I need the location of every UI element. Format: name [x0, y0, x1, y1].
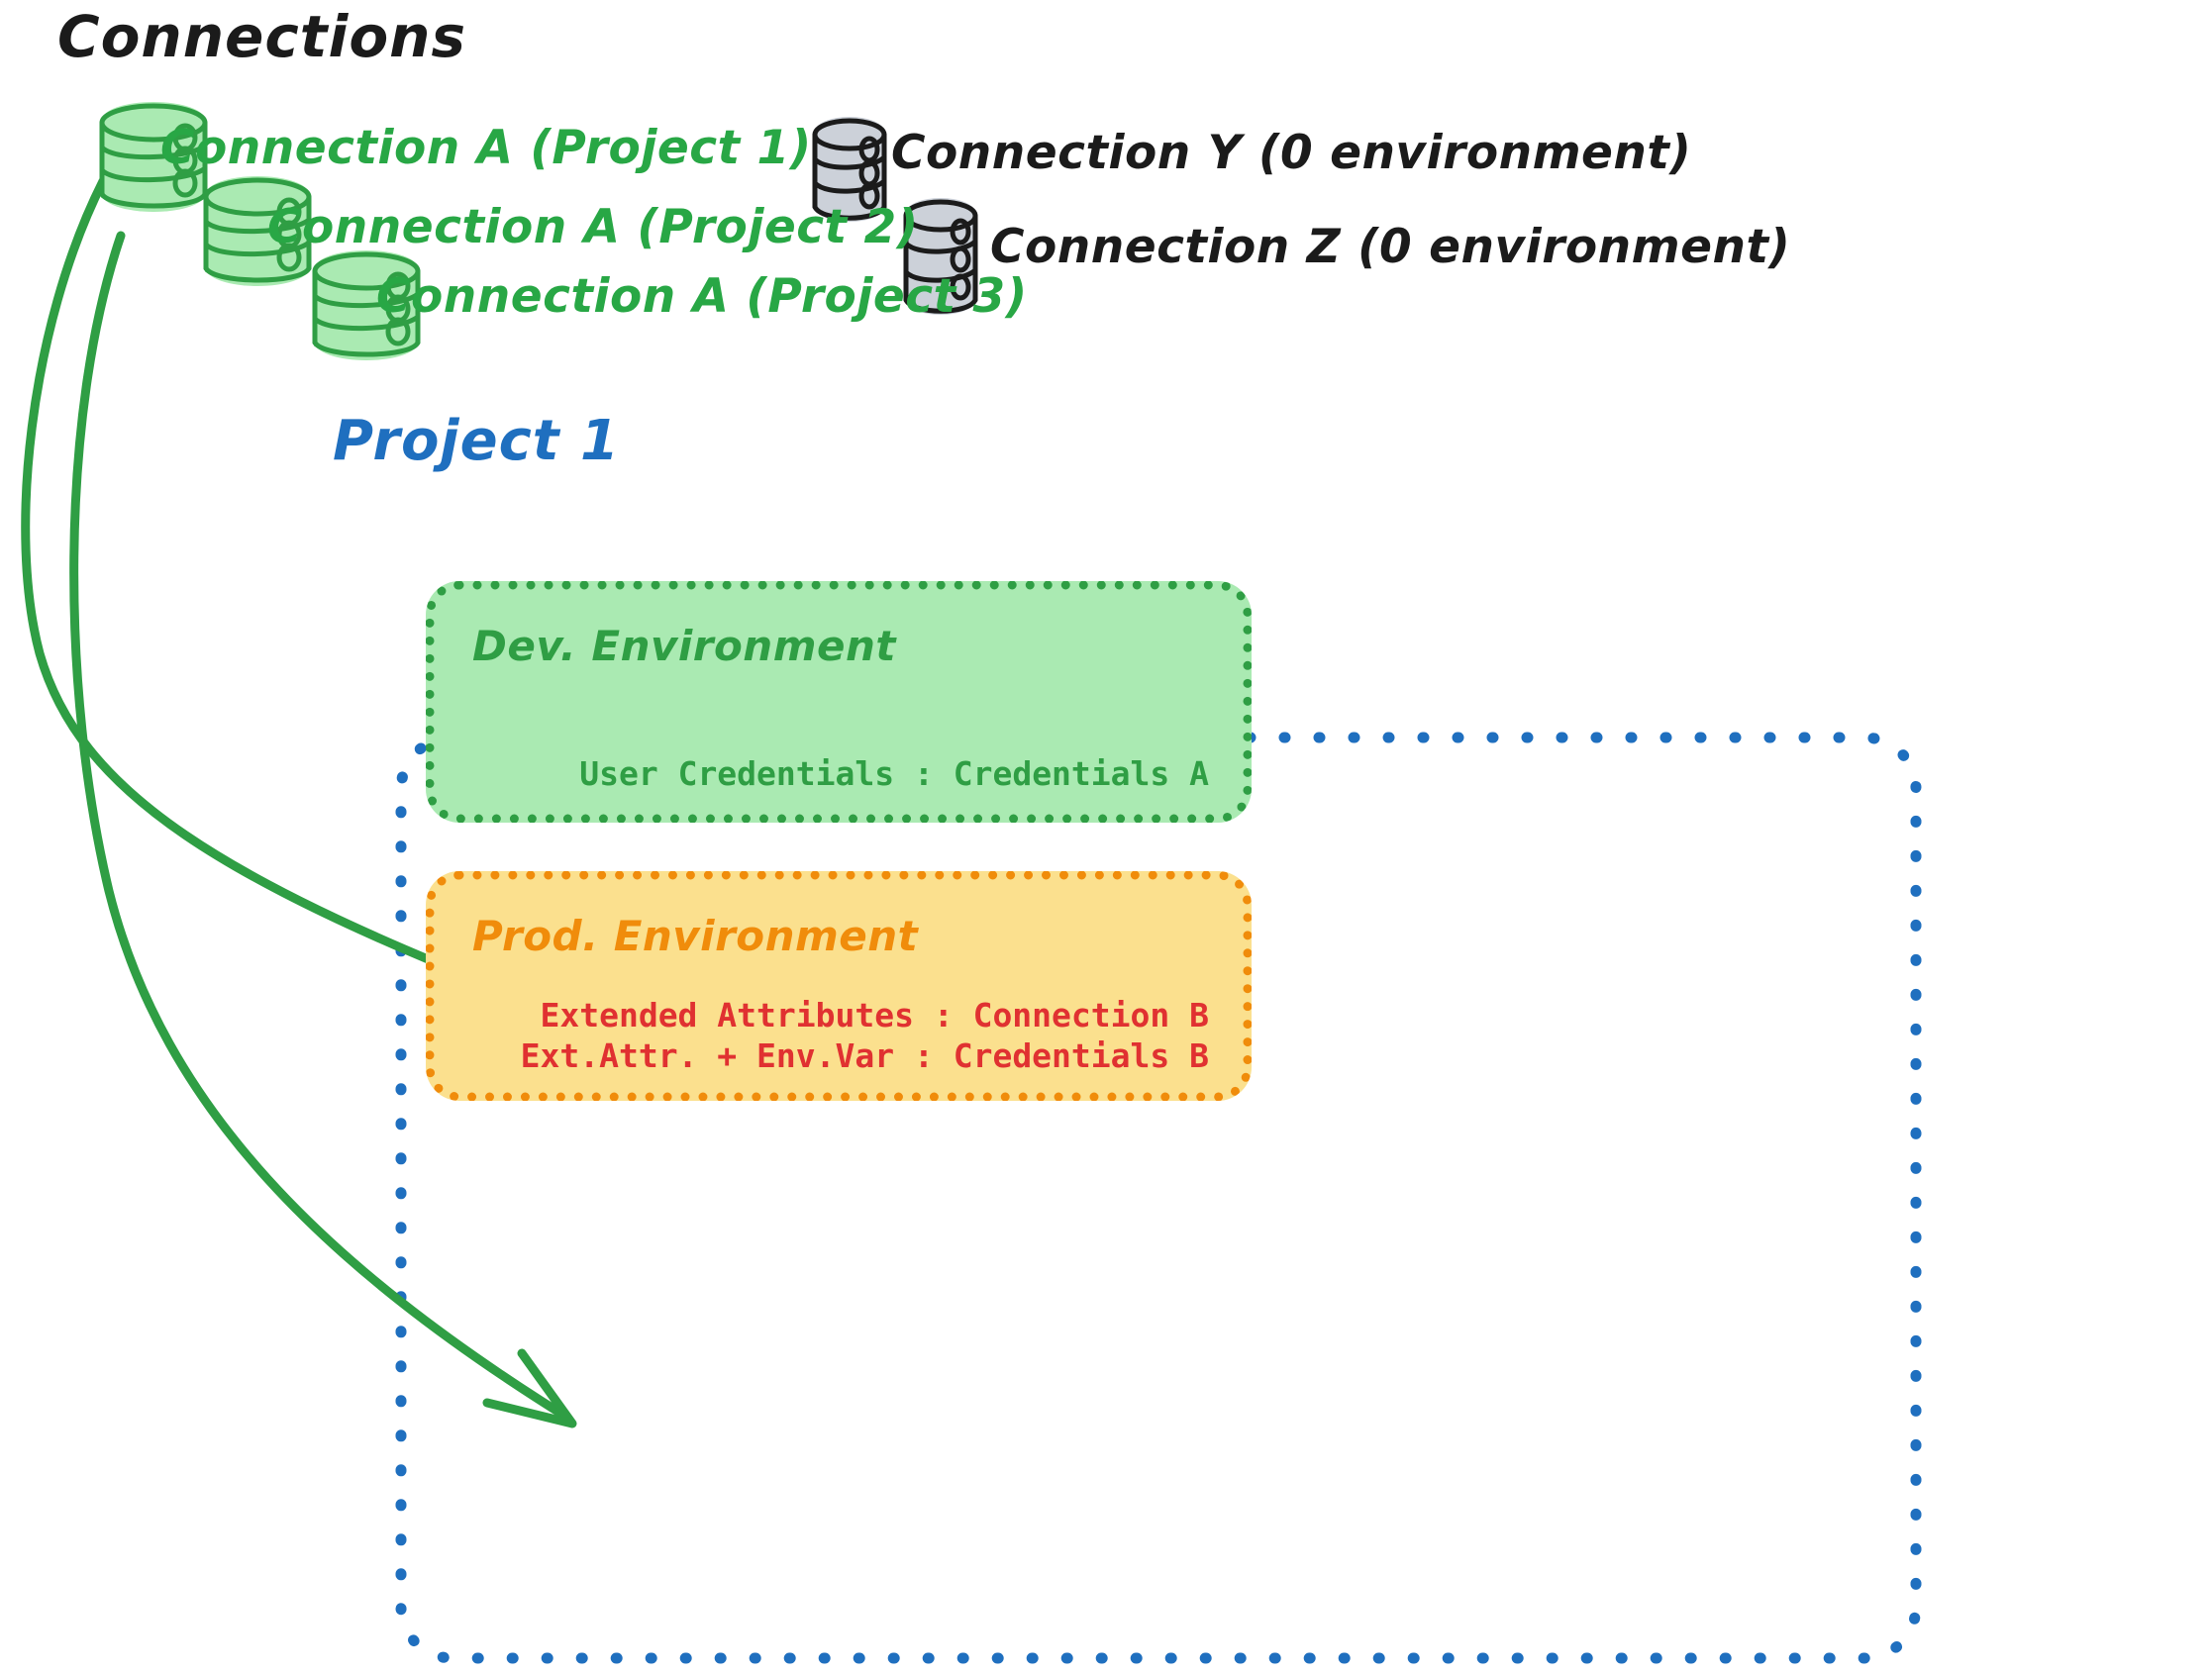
arrow-conn-a-to-prod-head — [482, 1348, 577, 1428]
prod-environment-box[interactable]: Prod. Environment Extended Attributes : … — [426, 871, 1252, 1101]
database-icon-connection-z[interactable] — [903, 198, 978, 315]
dev-environment-box[interactable]: Dev. Environment User Credentials : Cred… — [426, 581, 1252, 823]
connection-label-a-project-2: Connection A (Project 2) — [267, 200, 919, 254]
arrow-conn-a-to-prod — [69, 231, 569, 1421]
database-icon-connection-a-project-3[interactable] — [312, 250, 421, 360]
connection-label-y: Connection Y (0 environment) — [891, 126, 1692, 180]
prod-environment-title: Prod. Environment — [472, 912, 919, 960]
dev-environment-rows: User Credentials : Credentials A — [579, 753, 1209, 794]
page-title: Connections — [57, 3, 466, 70]
dev-environment-row: User Credentials : Credentials A — [579, 753, 1209, 793]
prod-environment-row: Ext.Attr. + Env.Var : Credentials B — [520, 1035, 1209, 1075]
dev-environment-title: Dev. Environment — [472, 622, 896, 670]
database-icon-connection-y[interactable] — [812, 117, 887, 222]
project-title: Project 1 — [333, 409, 621, 473]
prod-environment-rows: Extended Attributes : Connection B Ext.A… — [521, 995, 1209, 1077]
connection-label-a-project-1: Connection A (Project 1) — [160, 121, 812, 175]
prod-environment-row: Extended Attributes : Connection B — [540, 995, 1209, 1034]
arrow-conn-a-to-dev — [21, 176, 559, 1015]
connection-label-a-project-3: Connection A (Project 3) — [376, 269, 1028, 324]
connection-label-z: Connection Z (0 environment) — [990, 220, 1791, 274]
database-icon-connection-a-project-2[interactable] — [203, 176, 312, 286]
database-icon-connection-a-project-1[interactable] — [99, 102, 208, 212]
project-1-boundary — [395, 732, 1922, 1664]
